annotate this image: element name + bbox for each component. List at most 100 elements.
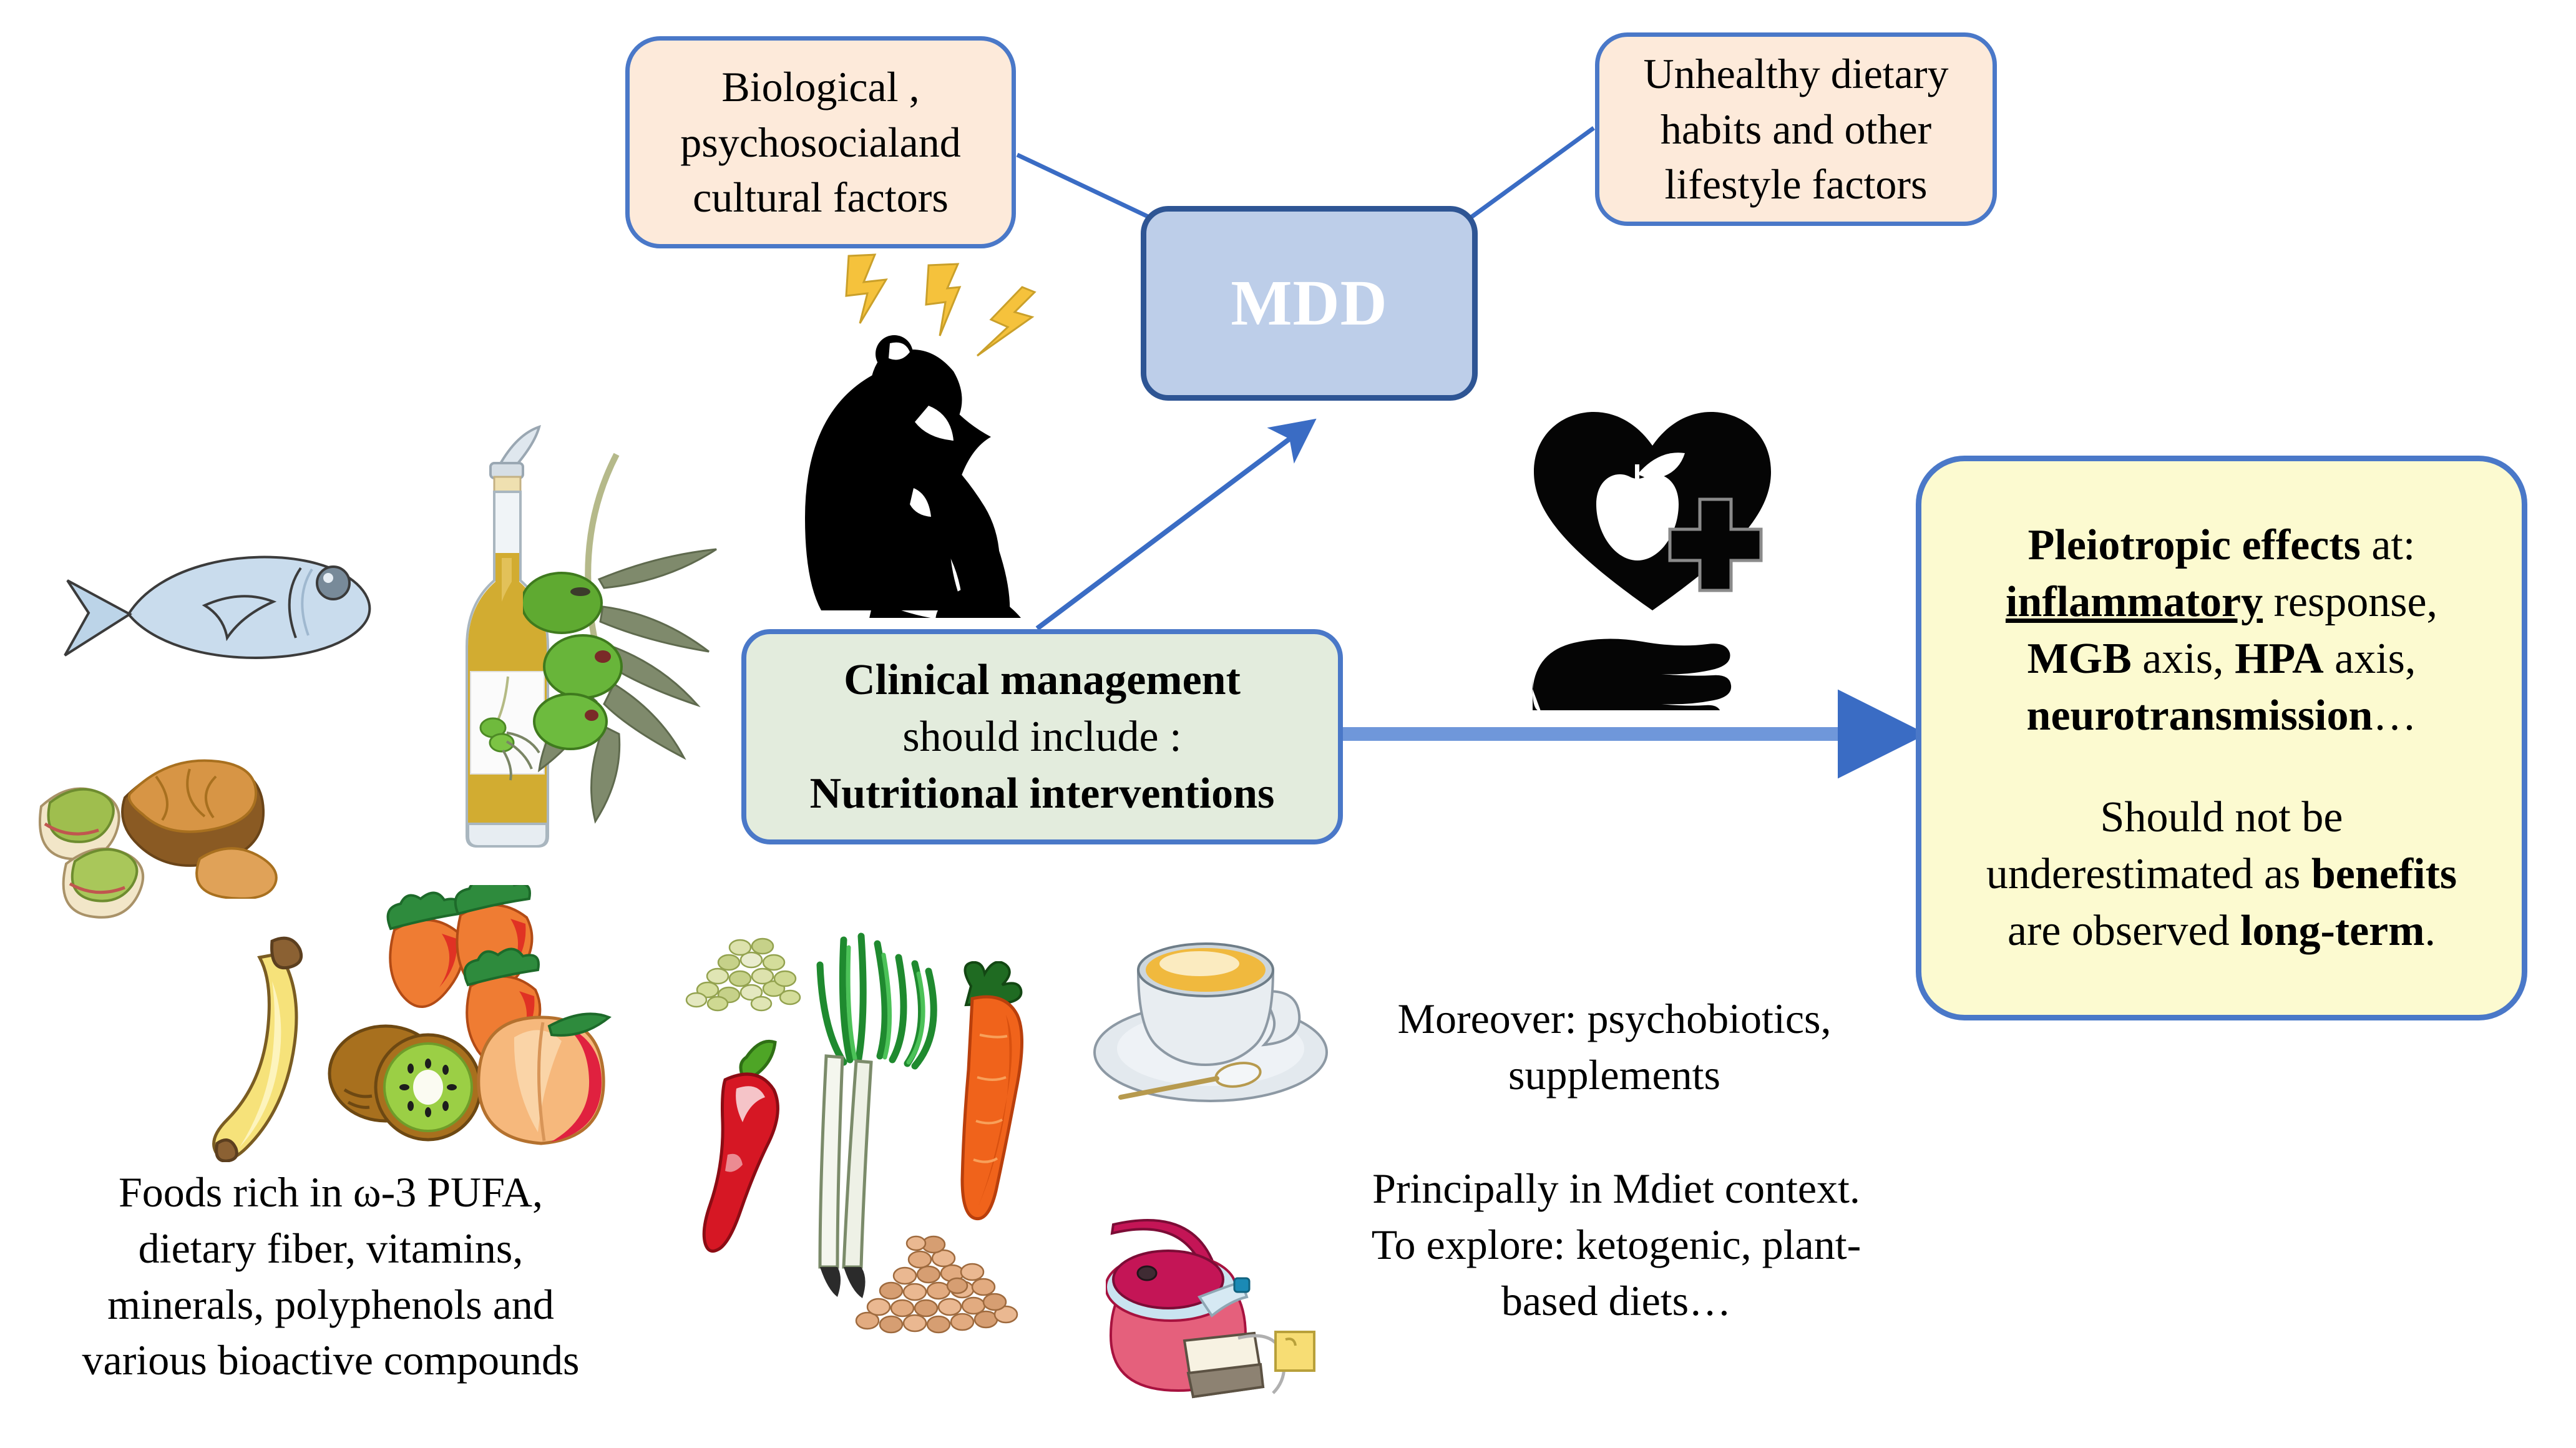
fish-illustration <box>64 555 371 659</box>
apple-cutout <box>1596 452 1685 560</box>
unhealthy-habits-box[interactable]: Unhealthy dietary habits and other lifes… <box>1595 32 1997 226</box>
pleiotropic-line-2: inflammatory response, <box>1943 574 2500 630</box>
principally-line-1: Principally in Mdiet context. <box>1372 1165 1860 1212</box>
biological-line-1: Biological , <box>721 63 920 111</box>
fish-eye <box>316 565 351 600</box>
long-term-term: long-term <box>2240 907 2425 955</box>
chili-highlight <box>736 1086 765 1122</box>
banana-body <box>212 952 298 1161</box>
lightning-bolt-middle <box>925 263 962 336</box>
foods-line-4: various bioactive compounds <box>82 1336 580 1384</box>
walnut-kernel <box>128 759 258 833</box>
strawberry-1 <box>386 891 465 1008</box>
fish-fin <box>202 595 277 642</box>
long-term-period: . <box>2424 907 2436 955</box>
peach-cleft <box>537 1022 546 1142</box>
mgb-term: MGB <box>2027 635 2132 683</box>
banana-stem-top <box>270 936 303 970</box>
olive-oil-bottle-illustration <box>466 424 549 848</box>
moreover-caption: Moreover: psychobiotics, supplements <box>1355 991 1873 1103</box>
clinical-management-box[interactable]: Clinical management should include : Nut… <box>741 629 1343 844</box>
principally-line-2: To explore: ketogenic, plant- <box>1371 1220 1861 1268</box>
lentils-illustration <box>855 1235 1018 1334</box>
walnut-illustration <box>121 759 278 899</box>
heart-apple-cross-hand-icon <box>1532 412 1771 710</box>
pistachio-illustration <box>38 787 145 919</box>
spring-onion-illustration <box>816 932 937 1298</box>
pleiotropic-line-7: are observed long-term. <box>1943 903 2500 959</box>
depressed-person-silhouette <box>805 253 1037 618</box>
olive-branch-illustration <box>523 452 717 824</box>
pistachio-2 <box>62 847 145 919</box>
face-highlight <box>915 406 954 441</box>
onion-greens-light <box>846 945 925 1065</box>
bun-highlight <box>889 342 910 360</box>
teapot-lid-knob <box>1136 1265 1158 1281</box>
moreover-line-1: Moreover: psychobiotics, <box>1397 995 1832 1042</box>
bottle-cork <box>493 476 522 494</box>
teapot-lid <box>1112 1250 1224 1309</box>
onion-greens <box>816 932 937 1070</box>
carrot-top-greens <box>964 961 1023 1007</box>
hpa-term: HPA <box>2235 635 2324 683</box>
coffee-cup-illustration <box>1093 942 1328 1102</box>
carrot-ridges <box>973 1034 1008 1163</box>
neurotransmission-term: neurotransmission <box>2026 692 2373 740</box>
connector-biological-to-mdd <box>1016 152 1153 221</box>
medical-cross-icon <box>1668 497 1763 592</box>
foods-line-3: minerals, polyphenols and <box>107 1280 554 1328</box>
bottle-label-olive-art <box>479 676 540 781</box>
strawberry-leaf-1 <box>386 891 461 931</box>
kiwi-seeds <box>399 1059 457 1117</box>
banana-tip-bottom <box>215 1138 238 1162</box>
biological-factors-box[interactable]: Biological , psychosocialand cultural fa… <box>625 36 1016 248</box>
foods-line-1: Foods rich in ω-3 PUFA, <box>118 1168 544 1216</box>
mdd-label: MDD <box>1231 267 1388 340</box>
onion-roots-1 <box>820 1267 841 1297</box>
underestimated-text: underestimated as <box>1986 850 2311 898</box>
benefits-term: benefits <box>2311 850 2457 898</box>
lightning-bolt-left <box>845 253 888 324</box>
open-hand-icon <box>1532 638 1732 710</box>
olive-fruits <box>523 572 623 750</box>
hpa-rest: axis, <box>2323 635 2416 683</box>
pleiotropic-effects-term: Pleiotropic effects <box>2027 521 2361 569</box>
tea-bag-label <box>1274 1331 1315 1372</box>
moreover-line-2: supplements <box>1508 1050 1720 1098</box>
clinical-line-3: Nutritional interventions <box>809 770 1275 818</box>
peach-illustration <box>477 1012 612 1145</box>
pleiotropic-line-6: underestimated as benefits <box>1943 846 2500 903</box>
fish-eye-highlight <box>323 573 333 583</box>
pleiotropic-at: at: <box>2360 521 2416 569</box>
inflammatory-rest: response, <box>2263 578 2438 626</box>
strawberry-3 <box>463 947 542 1060</box>
fish-gill <box>288 567 302 638</box>
apple-leaf <box>1637 452 1685 479</box>
clinical-line-2: should include : <box>902 713 1182 761</box>
pleiotropic-paragraph-gap <box>1943 744 2500 789</box>
unhealthy-line-2: habits and other <box>1660 105 1932 153</box>
walnut-half-2 <box>195 847 278 899</box>
teaspoon <box>1118 1062 1262 1100</box>
pistachio-1 <box>38 787 120 861</box>
strawberry-leaf-3 <box>463 947 540 987</box>
pleiotropic-effects-box[interactable]: Pleiotropic effects at: inflammatory res… <box>1916 456 2527 1020</box>
pleiotropic-line-1: Pleiotropic effects at: <box>1943 517 2500 574</box>
principally-line-3: based diets… <box>1501 1276 1732 1324</box>
mdd-box[interactable]: MDD <box>1141 206 1478 401</box>
strawberry-leaf-2 <box>454 885 531 916</box>
teapot-spout-tip <box>1233 1277 1251 1293</box>
kiwi-illustration <box>328 1024 482 1142</box>
mgb-rest: axis, <box>2131 635 2235 683</box>
pleiotropic-line-4: neurotransmission… <box>1943 687 2500 744</box>
split-peas-illustration <box>685 937 801 1012</box>
unhealthy-line-1: Unhealthy dietary <box>1643 50 1949 98</box>
lightning-bolts <box>845 253 1037 357</box>
foods-line-2: dietary fiber, vitamins, <box>138 1224 524 1272</box>
peach-leaf <box>547 1012 612 1037</box>
coffee-crema-highlight <box>1159 951 1239 976</box>
pleiotropic-line-5: Should not be <box>2100 793 2343 841</box>
neurotransmission-ellipsis: … <box>2373 692 2417 740</box>
onion-white-stalk-1 <box>818 1054 844 1269</box>
